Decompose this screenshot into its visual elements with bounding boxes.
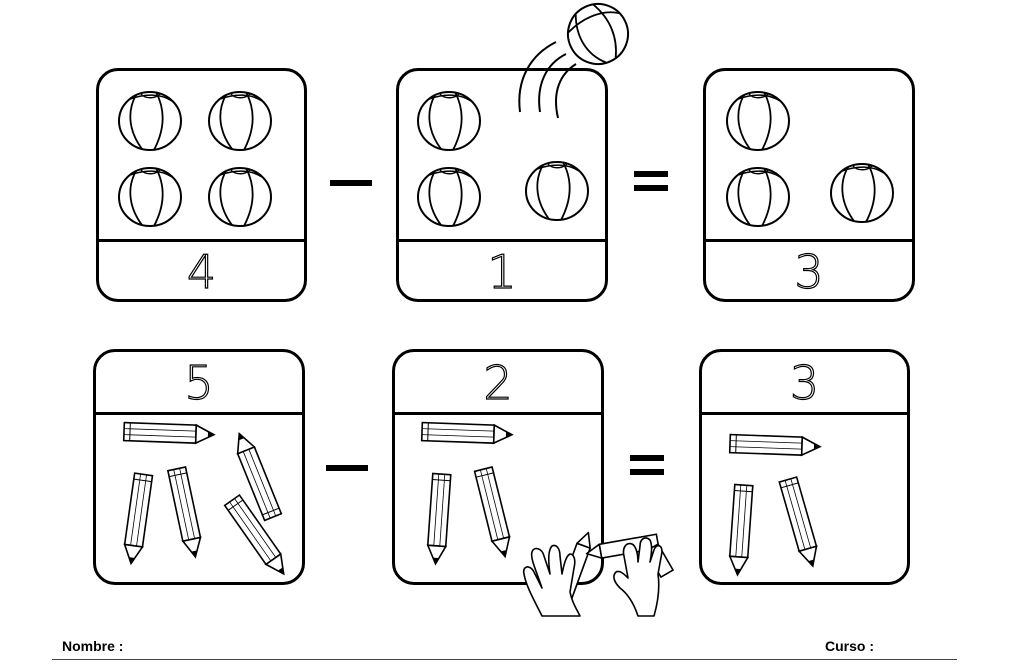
pencil-icon [223, 494, 292, 580]
pencil-card-5: 5 [93, 349, 305, 585]
course-label: Curso : [825, 638, 874, 654]
card-divider [399, 239, 605, 242]
pencil-group [727, 433, 823, 577]
beach-ball-icon [726, 167, 790, 227]
minus-sign [326, 465, 368, 471]
name-label: Nombre : [62, 638, 124, 654]
number-label: 1 [487, 245, 517, 299]
motion-lines [518, 41, 577, 119]
ball-group [726, 91, 894, 227]
number-label: 3 [789, 356, 820, 410]
card-divider [96, 412, 302, 415]
pencil-icon [425, 472, 452, 566]
ball-card-3: 3 [703, 68, 915, 302]
equals-sign [634, 171, 668, 199]
number-label: 2 [483, 356, 513, 410]
beach-ball-icon [118, 91, 182, 151]
beach-ball-icon [726, 91, 790, 151]
beach-ball-icon [567, 3, 629, 65]
card-divider [99, 239, 304, 242]
number-label: 3 [794, 245, 824, 299]
equals-sign [630, 455, 664, 483]
beach-ball-icon [118, 167, 182, 227]
pencil-card-3: 3 [699, 349, 910, 585]
beach-ball-icon [417, 167, 481, 227]
pencil-icon [420, 421, 514, 445]
pencil-card-2: 2 [392, 349, 604, 585]
pencil-icon [727, 483, 754, 577]
flying-ball [518, 3, 629, 119]
pencil-icon [122, 421, 216, 445]
pencil-icon [473, 466, 515, 560]
ball-card-4: 4 [96, 68, 307, 302]
beach-ball-icon [830, 163, 894, 223]
beach-ball-icon [208, 167, 272, 227]
card-divider [702, 412, 907, 415]
number-label: 4 [186, 245, 217, 299]
pencil-icon [778, 476, 823, 570]
hands-icon [522, 531, 674, 617]
beach-ball-icon [208, 91, 272, 151]
pencil-icon [167, 466, 205, 560]
beach-ball-icon [417, 91, 481, 151]
number-label: 5 [184, 356, 214, 410]
minus-sign [330, 180, 372, 186]
card-divider [395, 412, 601, 415]
beach-ball-icon [525, 161, 589, 221]
footer-rule [52, 659, 957, 660]
pencil-group [121, 421, 292, 580]
pencil-icon [728, 433, 822, 457]
card-divider [706, 239, 912, 242]
ball-group [118, 91, 272, 227]
ball-card-1: 1 [396, 68, 608, 302]
pencil-icon [121, 472, 154, 566]
